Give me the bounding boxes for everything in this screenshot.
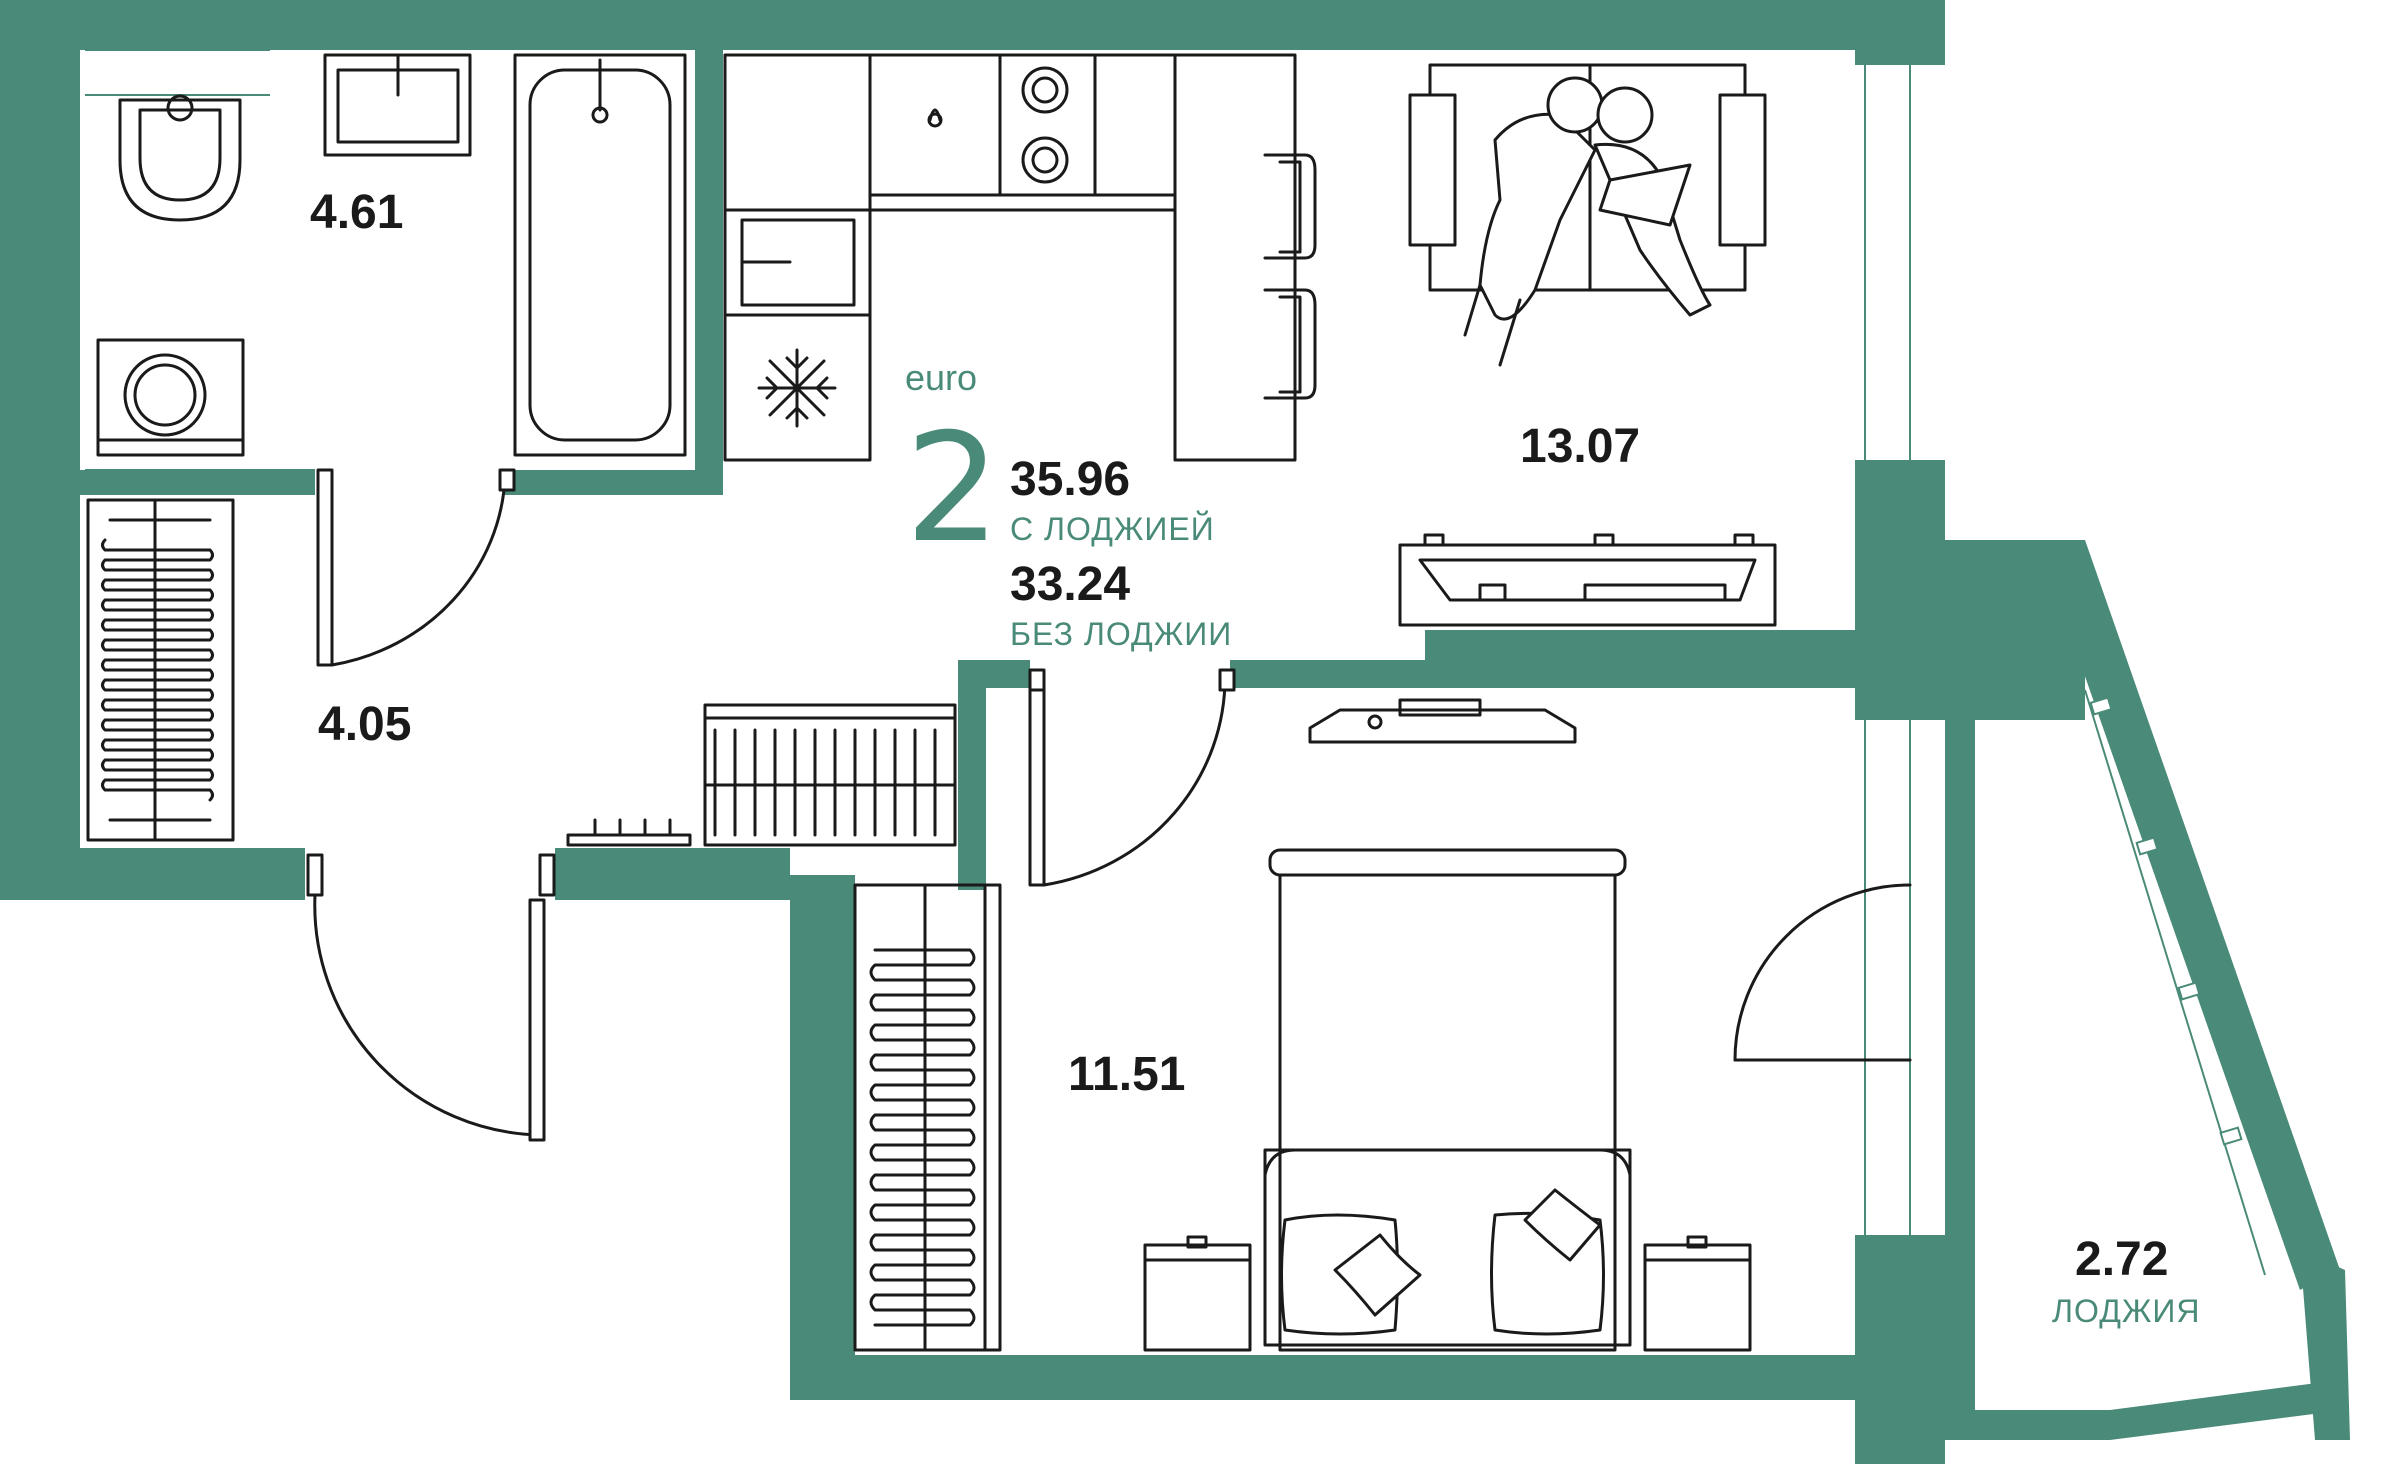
coat-hook-icon xyxy=(566,818,692,847)
area-without-loggia: 33.24 xyxy=(1010,558,1130,611)
people-icon xyxy=(1463,76,1712,367)
washing-machine-icon xyxy=(96,338,245,457)
tv-icon xyxy=(1398,533,1777,627)
kitchen-sink-icon xyxy=(723,208,872,317)
bedroom-tv-icon xyxy=(1308,698,1577,744)
shoe-rack-icon xyxy=(703,703,957,847)
sink-icon xyxy=(323,53,472,157)
bedroom-area: 11.51 xyxy=(1068,1048,1185,1101)
windows xyxy=(85,49,2296,1276)
toilet-icon xyxy=(118,94,242,222)
loggia-railing xyxy=(2089,696,2243,1146)
apartment-type-label: euro xyxy=(905,357,977,398)
area-without-loggia-label: БЕЗ ЛОДЖИИ xyxy=(1010,616,1232,652)
loggia-label: ЛОДЖИЯ xyxy=(2052,1293,2201,1329)
area-with-loggia-label: С ЛОДЖИЕЙ xyxy=(1010,511,1215,547)
chairs xyxy=(1263,153,1317,400)
bathtub-icon xyxy=(513,53,687,457)
nightstand-icon xyxy=(1143,1235,1752,1352)
stove-icon xyxy=(1021,66,1069,184)
bathroom-area: 4.61 xyxy=(310,186,403,239)
wardrobe-icon xyxy=(86,498,235,842)
rooms-count: 2 xyxy=(905,402,1000,576)
living-kitchen-area: 13.07 xyxy=(1520,420,1640,473)
hallway-area: 4.05 xyxy=(318,698,411,751)
area-with-loggia: 35.96 xyxy=(1010,453,1130,506)
doors xyxy=(306,468,1912,1142)
loggia-area: 2.72 xyxy=(2075,1233,2168,1286)
fridge-icon xyxy=(723,313,872,462)
bedroom-wardrobe-icon xyxy=(853,883,1002,1352)
bed-icon xyxy=(1263,848,1632,1352)
kitchen-counter xyxy=(723,53,1297,462)
